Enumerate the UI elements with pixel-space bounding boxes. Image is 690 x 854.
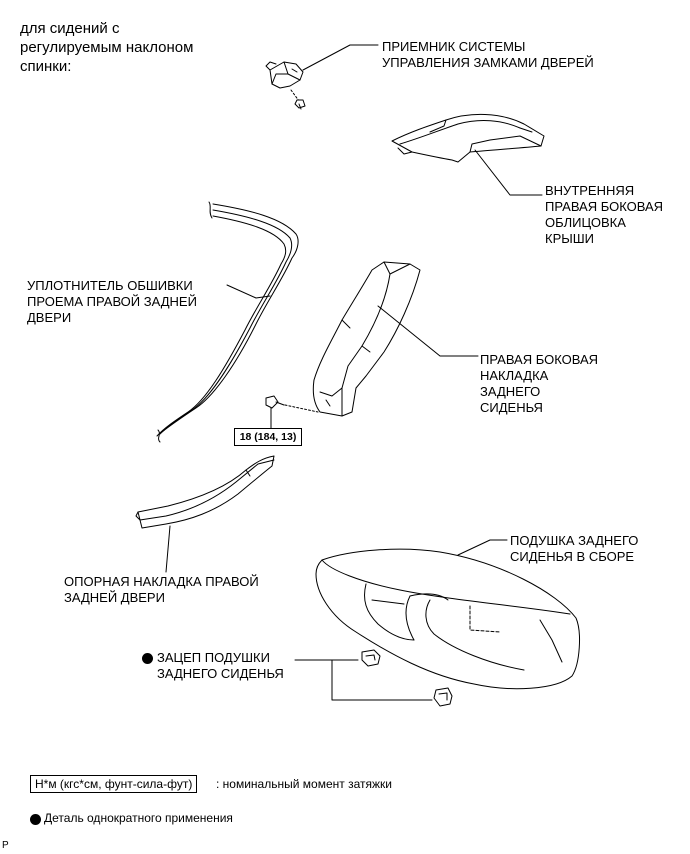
rear-seat-side-garnish-part <box>312 261 421 417</box>
hook-leader-line-2 <box>331 659 433 701</box>
weatherstrip-leader-line <box>226 284 271 299</box>
label-seat-cushion: ПОДУШКА ЗАДНЕГО СИДЕНЬЯ В СБОРЕ <box>510 533 639 564</box>
label-cushion-hook: ЗАЦЕП ПОДУШКИ ЗАДНЕГО СИДЕНЬЯ <box>157 650 284 681</box>
roof-trim-leader-line <box>474 149 543 196</box>
legend-non-reusable-text: Деталь однократного применения <box>44 811 233 825</box>
label-scuff-plate: ОПОРНАЯ НАКЛАДКА ПРАВОЙ ЗАДНЕЙ ДВЕРИ <box>64 574 259 605</box>
legend-non-reusable-icon <box>30 814 41 825</box>
page-heading: для сидений с регулируемым наклоном спин… <box>20 20 194 75</box>
non-reusable-mark-icon <box>142 653 153 664</box>
door-lock-receiver-part <box>265 61 306 110</box>
scuff-plate-leader-line <box>165 525 171 573</box>
screw-install-line <box>284 404 319 413</box>
label-door-lock-receiver: ПРИЕМНИК СИСТЕМЫ УПРАВЛЕНИЯ ЗАМКАМИ ДВЕР… <box>382 39 594 70</box>
cushion-hook-1-part <box>361 649 381 667</box>
legend-torque-description: : номинальный момент затяжки <box>216 777 392 791</box>
garnish-leader-line <box>377 305 479 357</box>
cushion-hook-2-part <box>433 687 453 707</box>
cushion-leader-line <box>457 539 508 556</box>
rear-seat-cushion-part <box>315 548 580 690</box>
torque-spec-box: 18 (184, 13) <box>234 428 302 446</box>
door-scuff-plate-part <box>135 455 275 529</box>
roof-side-trim-part <box>391 113 545 163</box>
door-opening-weatherstrip-part <box>156 201 299 443</box>
label-door-weatherstrip: УПЛОТНИТЕЛЬ ОБШИВКИ ПРОЕМА ПРАВОЙ ЗАДНЕЙ… <box>27 278 197 325</box>
label-side-garnish: ПРАВАЯ БОКОВАЯ НАКЛАДКА ЗАДНЕГО СИДЕНЬЯ <box>480 352 599 415</box>
garnish-screw <box>265 395 285 409</box>
label-roof-side-trim: ВНУТРЕННЯЯ ПРАВАЯ БОКОВАЯ ОБЛИЦОВКА КРЫШ… <box>545 183 664 246</box>
corner-mark: P <box>2 840 9 851</box>
legend-torque-units: Н*м (кгс*см, фунт-сила-фут) <box>30 775 198 793</box>
receiver-leader-line <box>302 44 379 71</box>
